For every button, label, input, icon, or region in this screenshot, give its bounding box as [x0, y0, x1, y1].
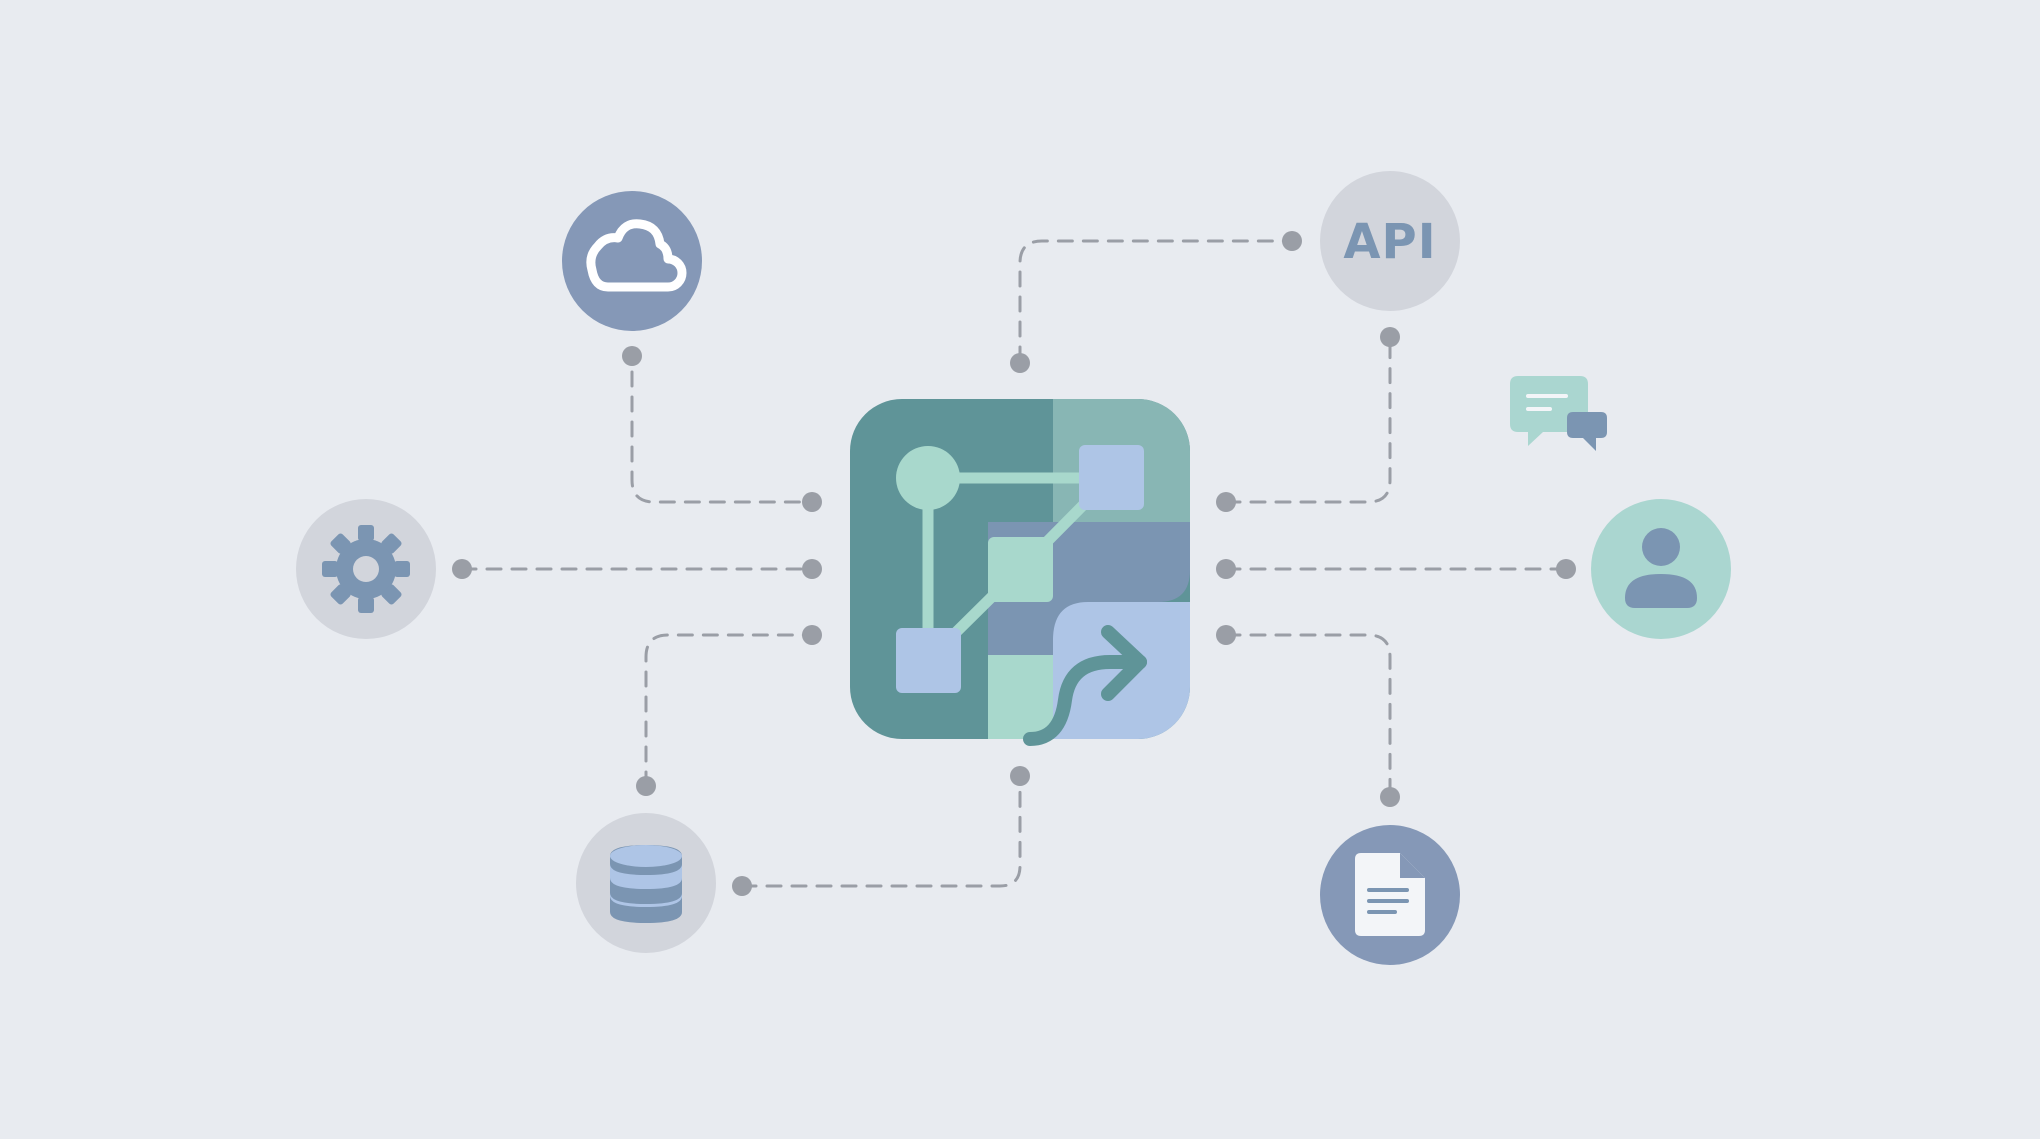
- dot-document: [1380, 787, 1400, 807]
- chat-bubbles-icon: [1510, 376, 1607, 451]
- hub-node-circle: [896, 446, 960, 510]
- cloud-icon: [586, 219, 687, 292]
- hub-node-square-top: [1079, 445, 1144, 510]
- dot-user: [1556, 559, 1576, 579]
- dot-hub-right-3: [1216, 625, 1236, 645]
- user-icon: [1625, 528, 1697, 608]
- database-node[interactable]: [576, 813, 716, 953]
- hub-node-square-bottom: [896, 628, 961, 693]
- dot-api-left: [1282, 231, 1302, 251]
- api-node[interactable]: API: [1320, 171, 1460, 311]
- connector-database: [644, 633, 814, 788]
- dot-database: [636, 776, 656, 796]
- dot-hub-top: [1010, 353, 1030, 373]
- dot-cloud: [622, 346, 642, 366]
- dot-hub-bottom: [1010, 766, 1030, 786]
- connector-bottom: [740, 774, 1022, 888]
- connector-document: [1224, 633, 1392, 799]
- dot-hub-right-1: [1216, 492, 1236, 512]
- connector-top: [1018, 239, 1294, 363]
- dot-hub-right-2: [1216, 559, 1236, 579]
- api-label: API: [1343, 214, 1436, 270]
- dot-hub-left-1: [802, 492, 822, 512]
- database-icon: [610, 845, 682, 923]
- document-icon: [1355, 853, 1425, 936]
- connector-dots: [452, 231, 1576, 896]
- connectors: [460, 239, 1568, 888]
- dot-hub-left-3: [802, 625, 822, 645]
- document-node[interactable]: [1320, 825, 1460, 965]
- hub-node-square-middle: [988, 537, 1053, 602]
- connector-cloud: [630, 370, 814, 504]
- settings-node[interactable]: [296, 499, 436, 639]
- workflow-hub-icon: [850, 399, 1190, 746]
- dot-api-bottom: [1380, 327, 1400, 347]
- dot-database-right: [732, 876, 752, 896]
- connector-api: [1224, 336, 1392, 504]
- dot-hub-left-2: [802, 559, 822, 579]
- cloud-node[interactable]: [562, 191, 702, 331]
- dot-settings: [452, 559, 472, 579]
- redirect-arrow-icon: [1023, 625, 1147, 746]
- gear-icon: [322, 525, 410, 613]
- user-node[interactable]: [1591, 499, 1731, 639]
